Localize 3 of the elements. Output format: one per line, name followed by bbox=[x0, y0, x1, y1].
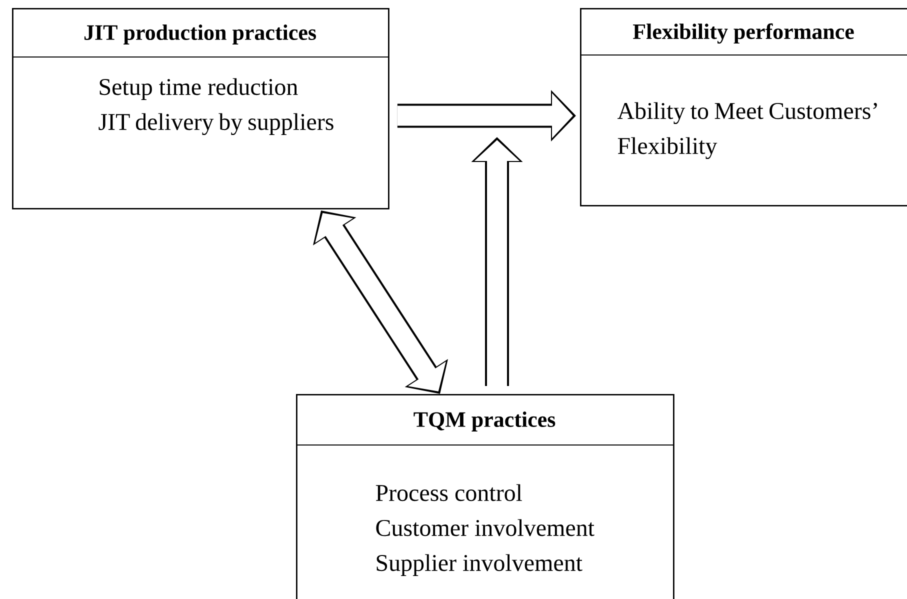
process-box: TQM practices Process control Customer involvement Supplier involvement bbox=[296, 394, 674, 599]
process-box: JIT production practices Setup time reduction JIT delivery by suppliers bbox=[12, 8, 390, 210]
process-box: Flexibility performance Ability to Meet Customers’ Flexibility bbox=[580, 8, 907, 206]
